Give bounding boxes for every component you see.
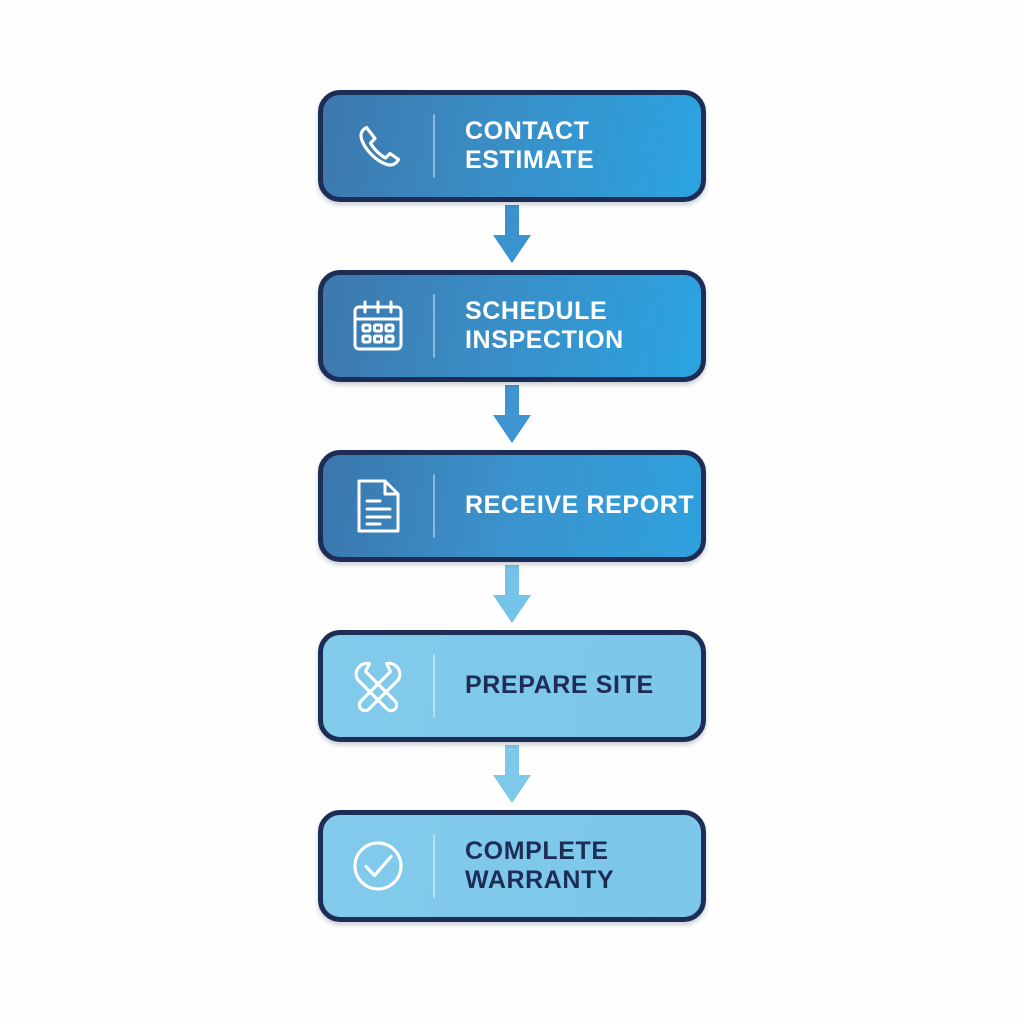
step-icon-cell	[323, 815, 433, 917]
arrow-connector-3	[482, 562, 542, 630]
step-label-cell: COMPLETE WARRANTY	[435, 815, 701, 917]
step-label-cell: SCHEDULE INSPECTION	[435, 275, 701, 377]
step-box-contact-estimate[interactable]: CONTACT ESTIMATE	[318, 90, 706, 202]
arrow-connector-1	[482, 202, 542, 270]
step-label: COMPLETE WARRANTY	[465, 836, 615, 895]
step-label: RECEIVE REPORT	[465, 491, 695, 520]
step-label: SCHEDULE INSPECTION	[465, 296, 624, 355]
step-label-cell: PREPARE SITE	[435, 635, 701, 737]
icon-text-divider	[433, 114, 435, 178]
phone-icon	[350, 118, 406, 174]
step-icon-cell	[323, 635, 433, 737]
check-circle-icon	[349, 837, 407, 895]
step-box-complete-warranty[interactable]: COMPLETE WARRANTY	[318, 810, 706, 922]
step-label-cell: CONTACT ESTIMATE	[435, 95, 701, 197]
icon-text-divider	[433, 474, 435, 538]
step-label: PREPARE SITE	[465, 671, 654, 700]
step-icon-cell	[323, 95, 433, 197]
step-label-cell: RECEIVE REPORT	[435, 455, 701, 557]
step-icon-cell	[323, 275, 433, 377]
arrow-connector-4	[482, 742, 542, 810]
tools-icon	[349, 657, 407, 715]
icon-text-divider	[433, 834, 435, 898]
step-icon-cell	[323, 455, 433, 557]
step-box-receive-report[interactable]: RECEIVE REPORT	[318, 450, 706, 562]
process-step-stack: CONTACT ESTIMATE	[318, 90, 706, 922]
step-box-schedule-inspection[interactable]: SCHEDULE INSPECTION	[318, 270, 706, 382]
calendar-icon	[350, 299, 406, 353]
step-box-prepare-site[interactable]: PREPARE SITE	[318, 630, 706, 742]
document-icon	[353, 477, 403, 535]
step-label: CONTACT ESTIMATE	[465, 116, 595, 175]
arrow-connector-2	[482, 382, 542, 450]
icon-text-divider	[433, 654, 435, 718]
icon-text-divider	[433, 294, 435, 358]
